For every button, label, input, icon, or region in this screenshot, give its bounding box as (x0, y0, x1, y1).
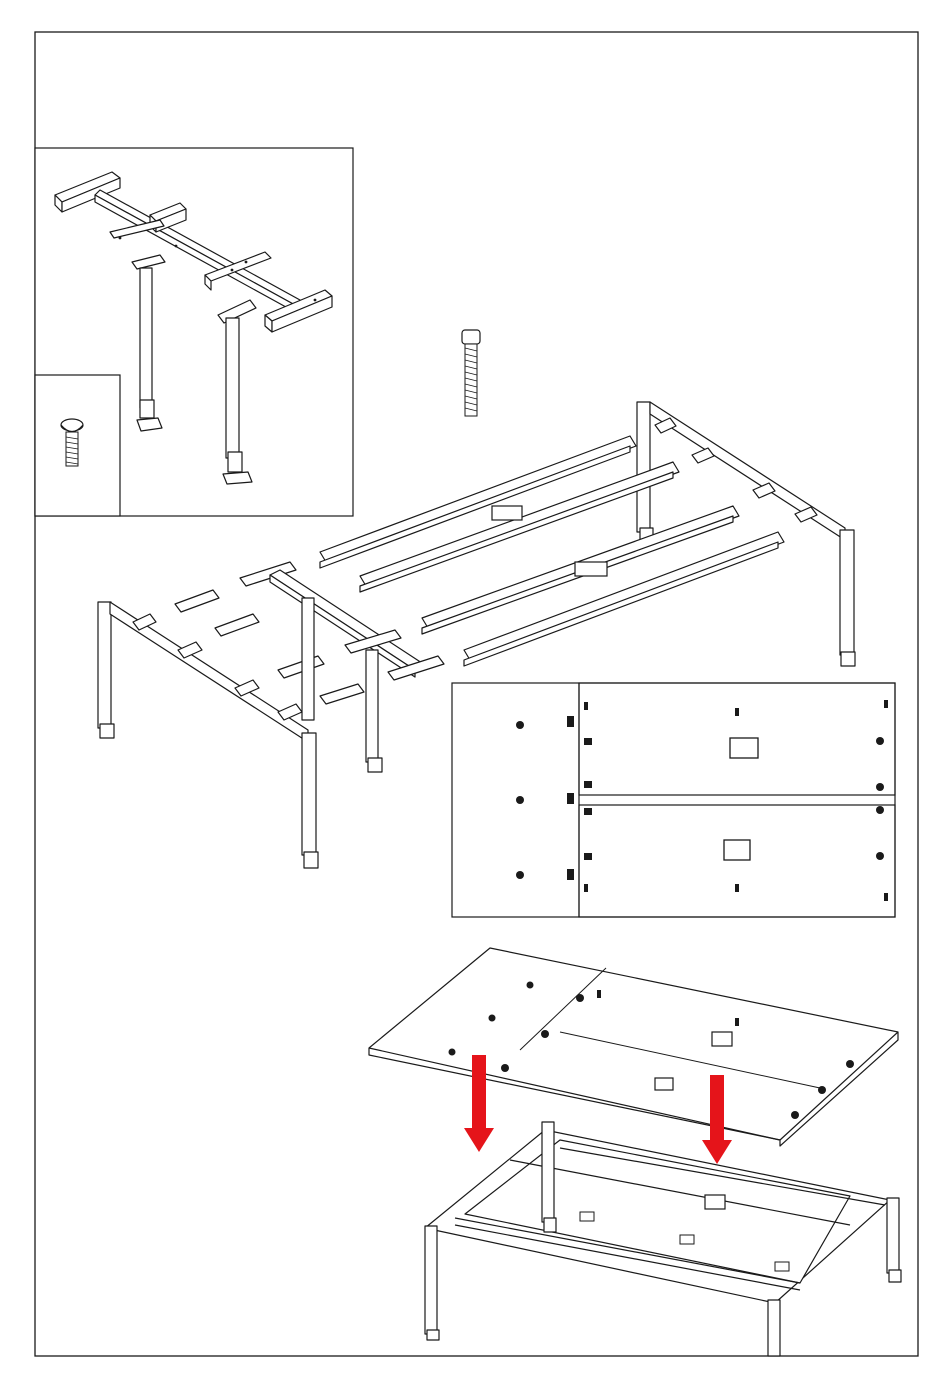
mount-plate (724, 840, 750, 860)
desktop-panel (369, 948, 898, 1146)
left-leg-frame (98, 602, 318, 868)
mount-plate (730, 738, 758, 758)
tops-underside-panel (452, 683, 895, 917)
connector-plate (492, 506, 522, 520)
connector-plate (575, 562, 607, 576)
mount-top (369, 948, 901, 1356)
long-screw-icon (462, 330, 480, 416)
assembled-frame (425, 1122, 901, 1356)
inset-parts-panel (35, 148, 353, 516)
